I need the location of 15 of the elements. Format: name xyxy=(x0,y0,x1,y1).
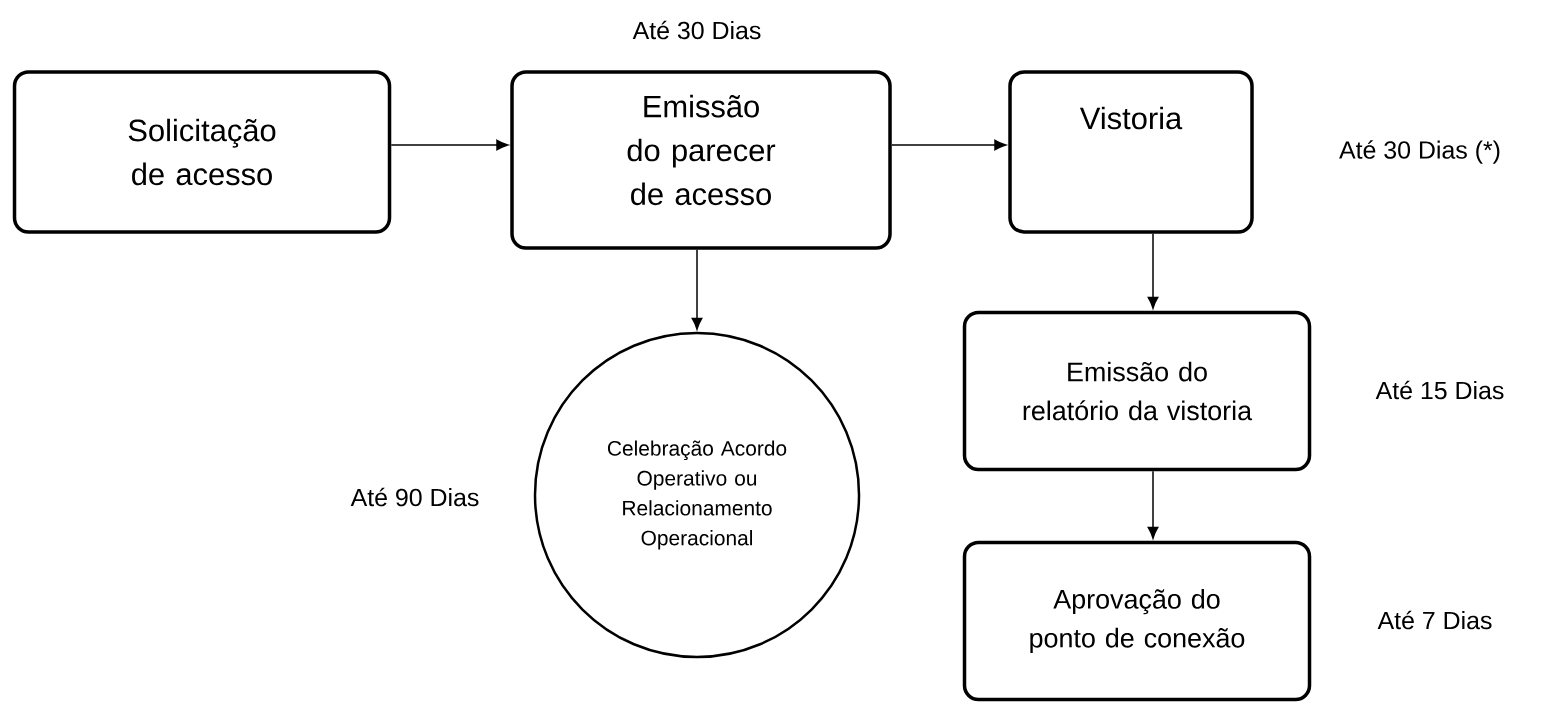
duration-label: Até 30 Dias xyxy=(632,20,761,40)
duration-label: Até 15 Dias xyxy=(1375,380,1504,400)
duration-label: Até 90 Dias xyxy=(350,487,479,507)
process-box: Aprovação do ponto de conexão xyxy=(962,540,1312,702)
process-box: Emissão do parecer de acesso xyxy=(510,70,892,250)
arrow xyxy=(691,249,703,330)
arrow xyxy=(1147,470,1159,539)
arrow xyxy=(390,139,509,151)
arrow xyxy=(1147,233,1159,309)
process-box: Emissão do relatório da vistoria xyxy=(962,310,1312,472)
duration-label: Até 7 Dias xyxy=(1377,610,1492,630)
process-box: Vistoria xyxy=(1008,70,1254,234)
arrow xyxy=(891,139,1007,151)
duration-label: Até 30 Dias (*) xyxy=(1339,140,1500,164)
process-box: Solicitação de acesso xyxy=(12,70,392,234)
